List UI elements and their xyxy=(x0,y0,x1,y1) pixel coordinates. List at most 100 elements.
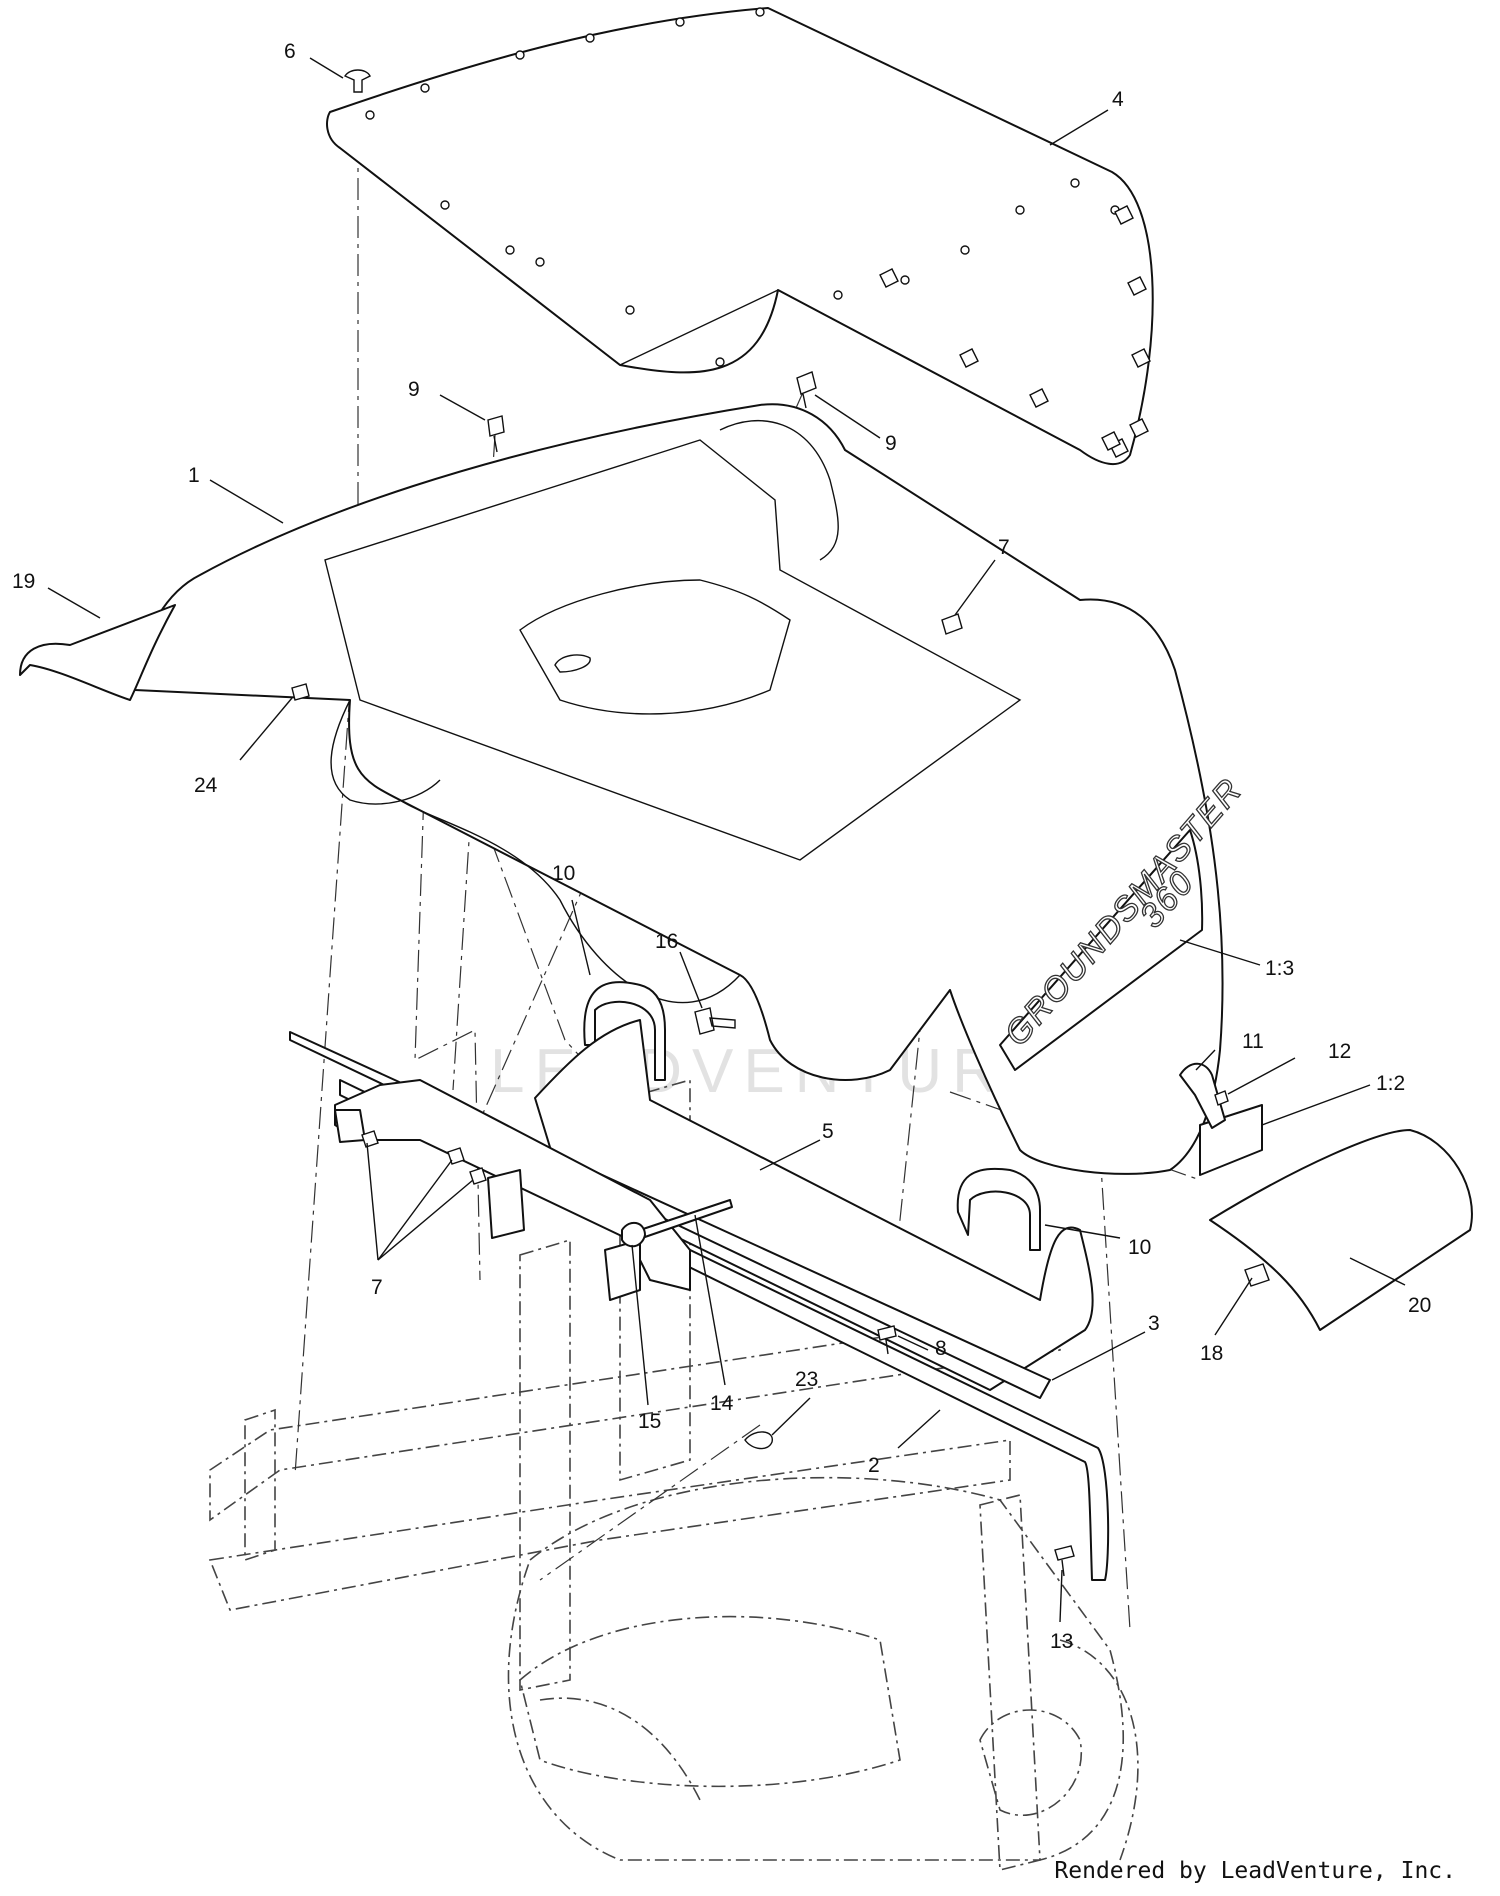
leader-16 xyxy=(679,951,703,1009)
assembly-line-1-right xyxy=(1099,1149,1131,1631)
part-7-nut-a xyxy=(361,1130,379,1148)
leader-9b xyxy=(814,394,881,439)
leader-8 xyxy=(897,1335,929,1351)
leader-5 xyxy=(759,1139,821,1171)
top-panel-edge xyxy=(339,147,1081,451)
leader-7b-3 xyxy=(377,1179,474,1261)
callout-19: 19 xyxy=(12,570,35,593)
callout-1: 1 xyxy=(188,464,200,487)
assembly-line-9 xyxy=(452,434,496,1091)
hood-lower-skirt xyxy=(330,699,441,805)
hinge-plate-left xyxy=(334,1109,366,1143)
part-9-bolt-left xyxy=(487,415,505,453)
hood-right-flange xyxy=(719,419,839,561)
part-20-fender-right xyxy=(1209,1129,1473,1331)
tractor-frame xyxy=(208,1078,1139,1872)
part-7-nut-top xyxy=(941,613,963,635)
part-24-screw xyxy=(291,683,310,701)
callout-14: 14 xyxy=(710,1392,734,1415)
callout-2: 2 xyxy=(868,1454,880,1477)
leader-15 xyxy=(631,1244,649,1406)
frame-wheel xyxy=(979,1709,1083,1816)
callout-23: 23 xyxy=(795,1368,818,1391)
part-10-bracket-lower xyxy=(956,1167,1041,1251)
callout-9a: 9 xyxy=(408,378,420,401)
hood-top-recess xyxy=(324,439,1022,861)
callout-4: 4 xyxy=(1112,88,1124,111)
part-19-fender-left xyxy=(19,604,176,701)
part-15-clip xyxy=(621,1221,646,1248)
leader-11 xyxy=(1195,1049,1216,1071)
leader-4 xyxy=(1049,109,1109,146)
leader-3 xyxy=(1051,1331,1146,1381)
assembly-line-23 xyxy=(539,1424,761,1581)
leader-7b-2 xyxy=(377,1159,453,1261)
part-11-latch-bracket xyxy=(1179,1062,1226,1129)
frame-rail-lower xyxy=(208,1439,1011,1611)
callout-16: 16 xyxy=(655,930,678,953)
callout-9b: 9 xyxy=(885,432,897,455)
part-10-bracket-upper xyxy=(583,981,666,1081)
frame-deck xyxy=(507,1476,1125,1861)
callout-6: 6 xyxy=(284,40,296,63)
part-5-side-panel xyxy=(534,1019,1094,1391)
callout-10b: 10 xyxy=(1128,1236,1151,1259)
callout-8: 8 xyxy=(935,1337,947,1360)
leader-13a xyxy=(1179,939,1261,966)
leader-9a xyxy=(439,394,486,421)
part-6-push-rivet xyxy=(343,69,371,93)
callout-7b: 7 xyxy=(371,1276,383,1299)
leader-1 xyxy=(209,479,284,524)
leader-20 xyxy=(1349,1257,1406,1286)
callout-labels: 6 4 9 9 1 19 7 24 10 16 1:3 11 12 1:2 5 … xyxy=(12,40,1431,1653)
part-16-bolt xyxy=(694,1007,736,1035)
leader-10a xyxy=(571,899,591,976)
callout-15: 15 xyxy=(638,1410,661,1433)
top-panel-clips xyxy=(879,205,1151,458)
assembly-line-lower-left xyxy=(414,759,481,1281)
part-1-hood xyxy=(134,403,1224,1175)
hood-main-shell xyxy=(134,403,1224,1175)
leader-19 xyxy=(47,587,101,619)
frame-brace xyxy=(539,1697,701,1801)
callout-24: 24 xyxy=(194,774,218,797)
hood-slot xyxy=(554,654,591,673)
leader-12 xyxy=(1227,1057,1296,1095)
callout-7a: 7 xyxy=(998,536,1010,559)
leader-23 xyxy=(771,1397,811,1436)
decal-panel xyxy=(999,829,1204,1071)
callout-1-3: 1:3 xyxy=(1265,957,1294,980)
leader-10b xyxy=(1044,1224,1121,1239)
leader-2 xyxy=(897,1409,941,1449)
render-credit: Rendered by LeadVenture, Inc. xyxy=(1054,1858,1456,1884)
callout-5: 5 xyxy=(822,1120,834,1143)
callout-13: 13 xyxy=(1050,1630,1073,1653)
callout-11: 11 xyxy=(1242,1030,1264,1053)
callout-10a: 10 xyxy=(552,862,575,885)
frame-upright-left xyxy=(244,1408,276,1562)
callout-20: 20 xyxy=(1408,1294,1431,1317)
leader-12b xyxy=(1261,1084,1371,1126)
part-9-bolt-right xyxy=(796,371,817,409)
leader-24 xyxy=(239,697,293,761)
hood-inner-pan xyxy=(519,579,791,715)
part-4-top-panel xyxy=(326,7,1154,465)
part-12-screw xyxy=(1214,1090,1229,1106)
frame-rail-left xyxy=(209,1309,1061,1522)
hinge-plate-mid xyxy=(487,1169,525,1239)
frame-post-left xyxy=(519,1238,571,1691)
callout-18: 18 xyxy=(1200,1342,1223,1365)
part-13-screw xyxy=(1054,1545,1075,1577)
callout-3: 3 xyxy=(1148,1312,1160,1335)
callout-12: 12 xyxy=(1328,1040,1351,1063)
leader-13 xyxy=(1059,1569,1063,1623)
leader-18 xyxy=(1214,1277,1253,1336)
leader-6 xyxy=(309,57,344,79)
frame-bumper xyxy=(1059,1639,1139,1861)
leader-lines xyxy=(47,57,1406,1623)
leader-7a xyxy=(954,559,996,616)
assembly-line-1-left xyxy=(294,689,351,1476)
callout-1-2: 1:2 xyxy=(1376,1072,1405,1095)
top-panel-outline xyxy=(326,7,1154,465)
